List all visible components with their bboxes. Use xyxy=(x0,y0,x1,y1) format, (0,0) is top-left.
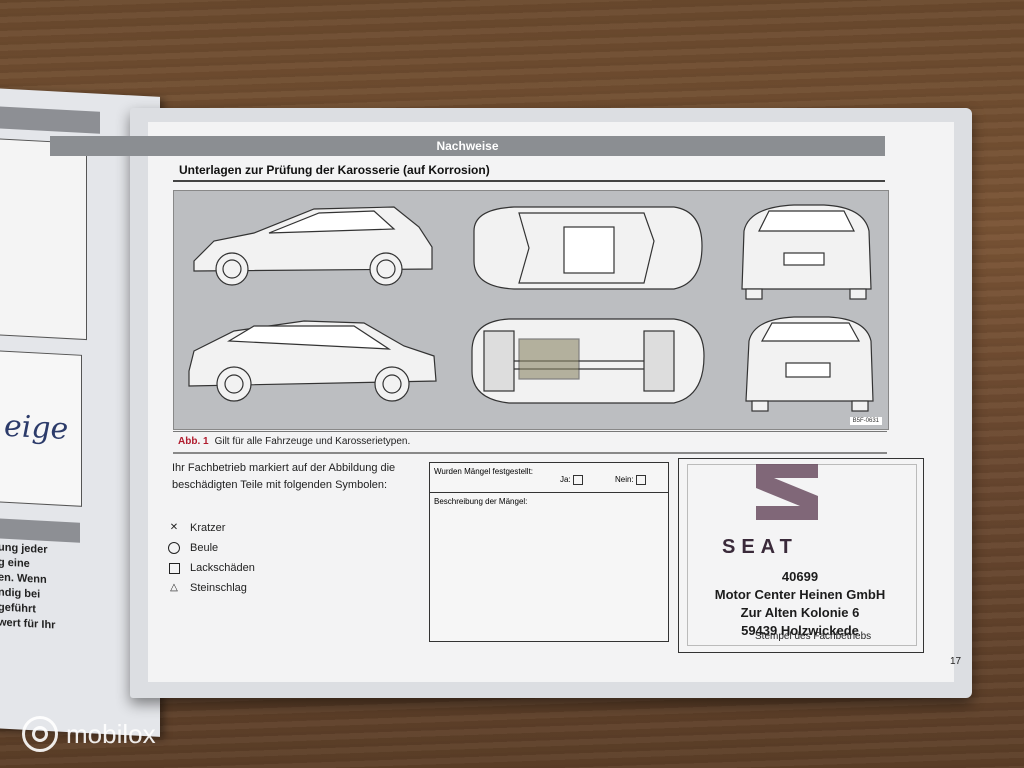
car-front-view xyxy=(741,204,872,300)
legend-item-steinschlag: △ Steinschlag xyxy=(168,578,255,598)
car-side-view-right xyxy=(188,320,437,402)
seat-logo-icon xyxy=(756,464,818,520)
section-title: Unterlagen zur Prüfung der Karosserie (a… xyxy=(173,160,885,182)
left-page-box xyxy=(0,138,87,341)
left-page-bar xyxy=(0,518,80,543)
car-rear-view xyxy=(745,316,874,412)
car-top-view xyxy=(473,206,703,290)
watermark: mobilox xyxy=(22,716,156,752)
triangle-icon: △ xyxy=(170,582,178,593)
stamp-label: Stempel des Fachbetriebs xyxy=(755,631,872,642)
damage-legend: ✕ Kratzer Beule Lackschäden △ Steinschla… xyxy=(168,518,255,598)
no-checkbox[interactable] xyxy=(635,475,646,485)
legend-item-lackschaeden: Lackschäden xyxy=(168,558,255,578)
caption-label: Abb. 1 xyxy=(178,436,209,447)
car-diagrams xyxy=(188,204,874,412)
defects-found-row: Wurden Mängel festgestellt: Ja: Nein: xyxy=(430,463,668,493)
square-icon xyxy=(168,562,180,574)
defect-form: Wurden Mängel festgestellt: Ja: Nein: Be… xyxy=(429,462,669,642)
yes-checkbox[interactable] xyxy=(572,475,583,485)
legend-item-beule: Beule xyxy=(168,538,255,558)
left-page-header-bar xyxy=(0,106,100,134)
car-side-view-left xyxy=(193,206,433,286)
cross-icon: ✕ xyxy=(169,522,179,533)
circle-icon xyxy=(168,542,180,554)
defect-description-field[interactable]: Beschreibung der Mängel: xyxy=(434,497,528,506)
figure-id: B5F-0631 xyxy=(849,417,882,425)
dealer-address: 40699 Motor Center Heinen GmbH Zur Alten… xyxy=(714,569,886,638)
car-underside-view xyxy=(471,318,705,404)
car-diagram-figure: B5F-0631 xyxy=(173,190,889,430)
defects-question: Wurden Mängel festgestellt: xyxy=(434,467,534,476)
page-number: 17 xyxy=(950,656,962,667)
caption-text: Gilt für alle Fahrzeuge und Karosseriety… xyxy=(214,436,411,447)
figure-caption: Abb. 1 Gilt für alle Fahrzeuge und Kaross… xyxy=(173,431,887,454)
handwritten-signature: eige xyxy=(4,408,69,448)
legend-item-kratzer: ✕ Kratzer xyxy=(169,522,226,534)
intro-text: Ihr Fachbetrieb markiert auf der Abbildu… xyxy=(172,462,396,491)
left-page-text: ung jeder g eine en. Wenn ndig bei gefüh… xyxy=(0,541,56,632)
page-header: Nachweise xyxy=(50,136,885,156)
seat-wordmark: SEAT xyxy=(722,536,798,558)
mobilox-logo-icon xyxy=(22,716,58,752)
